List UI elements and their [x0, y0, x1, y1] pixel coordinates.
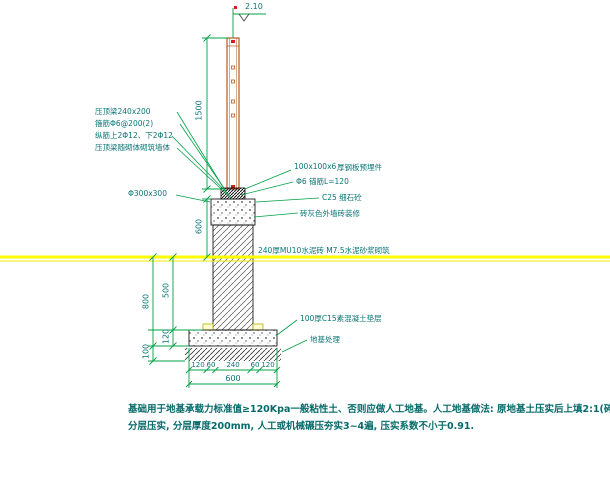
dim-above-ground: 600	[194, 218, 204, 235]
ground-treatment-hatch	[185, 348, 281, 361]
plate-desc-label: 厚钢板预埋件	[337, 163, 382, 172]
dim-below-total: 800	[141, 293, 151, 310]
dim-chain-1: 120	[191, 361, 205, 369]
post	[226, 37, 240, 190]
red-mark-top	[231, 40, 235, 43]
dim-chain-5: 120	[261, 361, 275, 369]
left-note-2: 箍筋Φ6@200(2)	[95, 119, 154, 128]
plate-size-label: 100x100x6	[294, 162, 337, 171]
dim-bottom-total: 600	[225, 374, 241, 383]
footing-cushion	[188, 329, 278, 347]
ground-level-line	[0, 255, 610, 262]
c25-concrete-block	[210, 198, 256, 226]
elevation-triangle-icon	[234, 6, 250, 22]
elevation-label: 2.10	[245, 2, 263, 11]
leader-lines	[171, 111, 320, 353]
anchor-bar-label: Φ6 锚筋L=120	[296, 177, 349, 186]
foundation-note-line1: 基础用于地基承载力标准值≥120Kpa一般粘性土、否则应做人工地基。人工地基做法…	[128, 404, 610, 415]
ground-treatment-label: 地基处理	[310, 335, 340, 344]
dim-chain-2: 60	[206, 361, 216, 369]
left-note-3: 纵筋上2Φ12、下2Φ12	[95, 131, 173, 140]
wall-spec-label: 240厚MU10水泥砖 M7.5水泥砂浆砌筑	[258, 246, 390, 255]
dim-chain-3: 240	[226, 361, 240, 369]
wall-finish-label: 砖灰色外墙砖装修	[300, 209, 360, 218]
dim-post-height: 1500	[194, 100, 204, 121]
dimension-lines	[148, 8, 281, 388]
c25-label: C25 细石砼	[322, 193, 362, 202]
dim-treatment: 100	[141, 343, 151, 360]
left-note-1: 压顶梁240x200	[95, 107, 151, 116]
dim-footing: 120	[161, 328, 171, 345]
cushion-label: 100厚C15素混凝土垫层	[300, 314, 382, 323]
red-mark-base	[231, 185, 235, 188]
left-note-4: 压顶梁随砌体砌筑墙体	[95, 143, 170, 152]
dim-below-wall: 500	[161, 282, 171, 299]
brick-wall-section	[212, 224, 254, 331]
dim-chain-4: 60	[250, 361, 260, 369]
foundation-note-line2: 分层压实, 分层厚度200mm, 人工或机械碾压夯实3~4遍, 压实系数不小于0…	[128, 421, 475, 432]
cap-size-label: Φ300x300	[128, 189, 167, 198]
